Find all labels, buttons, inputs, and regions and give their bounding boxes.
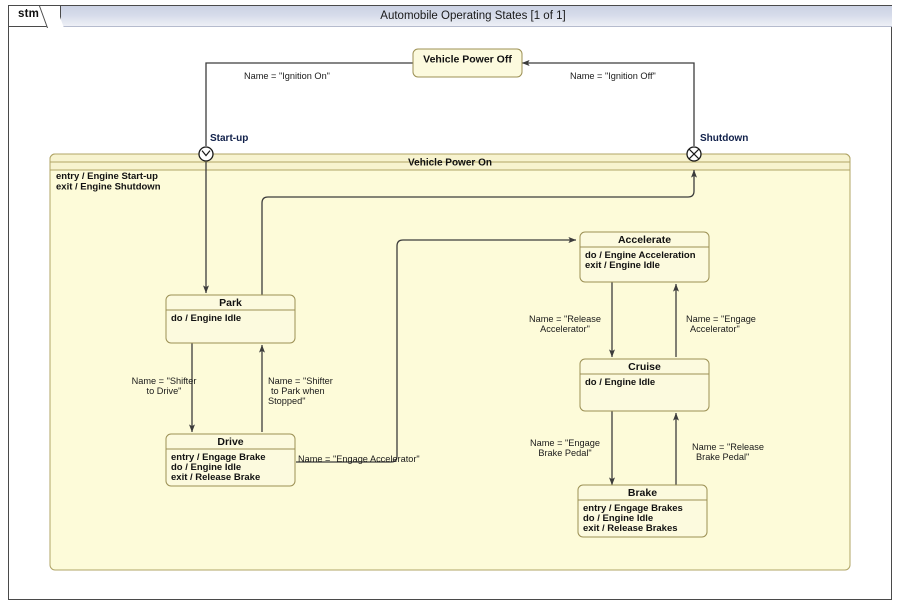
- transition-shifter-to-park-label-1: Name = "Shifter: [268, 376, 333, 386]
- entry-point-glyph: [201, 150, 211, 157]
- state-drive-entry: entry / Engage Brake: [171, 452, 266, 463]
- transition-release-accelerator-label-2: Accelerator": [540, 324, 590, 334]
- state-accelerate[interactable]: Accelerate do / Engine Acceleration exit…: [579, 231, 710, 283]
- state-brake-label: Brake: [628, 487, 657, 499]
- state-drive[interactable]: Drive entry / Engage Brake do / Engine I…: [165, 433, 296, 487]
- transition-engage-accelerator-drive-label: Name = "Engage Accelerator": [298, 454, 420, 464]
- state-accelerate-exit: exit / Engine Idle: [585, 260, 660, 271]
- transition-ignition-off-label: Name = "Ignition Off": [570, 71, 656, 81]
- state-drive-exit: exit / Release Brake: [171, 472, 260, 483]
- transition-release-brake-pedal-label-1: Name = "Release: [692, 442, 764, 452]
- state-accelerate-do: do / Engine Acceleration: [585, 250, 696, 261]
- state-brake-do: do / Engine Idle: [583, 513, 653, 524]
- transition-release-accelerator-label-1: Name = "Release: [529, 314, 601, 324]
- transition-ignition-on-label: Name = "Ignition On": [244, 71, 330, 81]
- transition-engage-accelerator-cruise-label-2: Accelerator": [690, 324, 740, 334]
- pseudostate-shutdown-label: Shutdown: [700, 133, 748, 144]
- state-drive-do: do / Engine Idle: [171, 462, 241, 473]
- state-cruise[interactable]: Cruise do / Engine Idle: [579, 358, 710, 412]
- transition-park-to-shutdown-path: [261, 169, 697, 295]
- transition-engage-brake-pedal-label-2: Brake Pedal": [538, 448, 591, 458]
- state-vehicle-power-on-exit: exit / Engine Shutdown: [56, 182, 161, 193]
- state-accelerate-label: Accelerate: [618, 234, 671, 246]
- transition-shifter-to-drive-label-2: to Drive": [147, 386, 182, 396]
- transition-shifter-to-drive-label-1: Name = "Shifter: [132, 376, 197, 386]
- state-brake-entry: entry / Engage Brakes: [583, 503, 683, 514]
- state-vehicle-power-off[interactable]: Vehicle Power Off: [412, 48, 523, 78]
- state-brake[interactable]: Brake entry / Engage Brakes do / Engine …: [577, 484, 708, 538]
- state-vehicle-power-on[interactable]: Vehicle Power On entry / Engine Start-up…: [49, 153, 851, 571]
- exit-point-glyph: [688, 148, 700, 160]
- state-park-do: do / Engine Idle: [171, 313, 241, 324]
- state-vehicle-power-on-label: Vehicle Power On: [408, 158, 492, 169]
- state-accelerate-body: [579, 231, 710, 283]
- transition-ignition-off-path: [521, 60, 695, 146]
- transition-release-brake-pedal-label-2: Brake Pedal": [696, 452, 749, 462]
- state-park-body: [165, 294, 296, 344]
- state-vehicle-power-off-body: [412, 48, 523, 78]
- pseudostate-shutdown[interactable]: Shutdown: [686, 133, 748, 162]
- transition-engage-accelerator-cruise-label-1: Name = "Engage: [686, 314, 756, 324]
- state-drive-label: Drive: [217, 436, 243, 448]
- state-cruise-label: Cruise: [628, 361, 661, 373]
- state-drive-body: [165, 433, 296, 487]
- transition-engage-brake-pedal-label-1: Name = "Engage: [530, 438, 600, 448]
- state-vehicle-power-off-label: Vehicle Power Off: [423, 54, 512, 66]
- frame-title: Automobile Operating States [1 of 1]: [380, 10, 566, 22]
- state-park[interactable]: Park do / Engine Idle: [165, 294, 296, 344]
- transition-engage-accelerator-drive-path: [296, 236, 577, 463]
- state-cruise-body: [579, 358, 710, 412]
- transition-shifter-to-park-label-2: to Park when: [271, 386, 325, 396]
- pseudostate-start-up[interactable]: Start-up: [198, 133, 248, 162]
- transition-ignition-on-path: [205, 62, 413, 146]
- transition-shifter-to-park-label-3: Stopped": [268, 396, 306, 406]
- state-brake-exit: exit / Release Brakes: [583, 523, 678, 534]
- frame-tab-label: stm: [18, 8, 40, 20]
- state-cruise-do: do / Engine Idle: [585, 377, 655, 388]
- state-park-label: Park: [219, 297, 242, 309]
- frame-title-bar: Automobile Operating States [1 of 1]: [54, 6, 892, 27]
- state-brake-body: [577, 484, 708, 538]
- state-vehicle-power-on-body: [49, 153, 851, 571]
- pseudostate-start-up-label: Start-up: [210, 133, 248, 144]
- state-vehicle-power-on-header-fill: [49, 161, 851, 171]
- entry-point-icon: [198, 146, 214, 162]
- state-vehicle-power-on-entry: entry / Engine Start-up: [56, 171, 158, 182]
